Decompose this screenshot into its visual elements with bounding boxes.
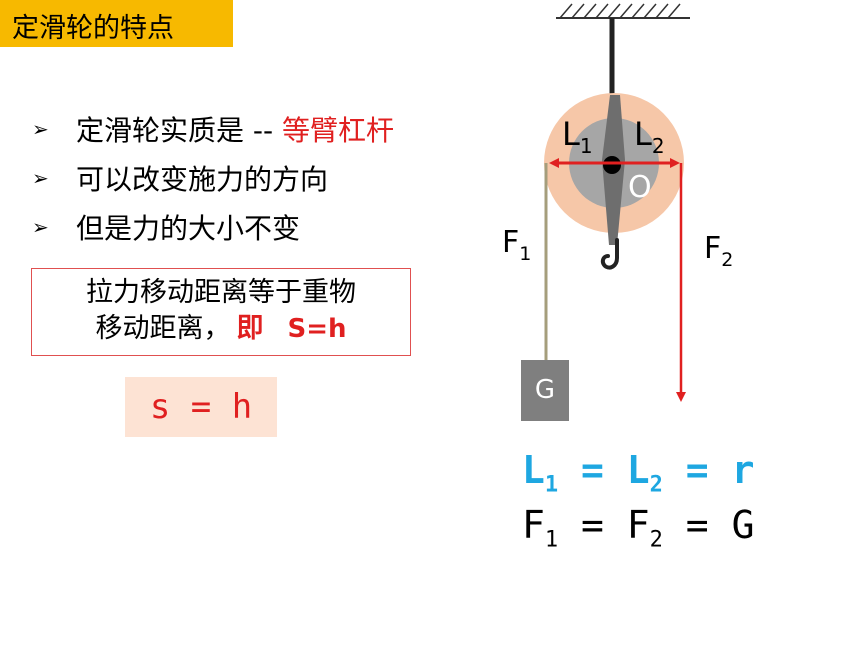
bullet-item: ➢ 定滑轮实质是 -- 等臂杠杆	[32, 104, 394, 153]
note-line-2-text: 移动距离，	[95, 313, 231, 344]
label-f2: F2	[704, 231, 733, 271]
title-banner: 定滑轮的特点	[0, 0, 233, 47]
page-title: 定滑轮的特点	[12, 13, 174, 44]
formula-box: s = h	[125, 377, 277, 437]
note-key: 即	[236, 313, 264, 344]
arrow-bullet-icon: ➢	[32, 165, 49, 190]
note-box: 拉力移动距离等于重物 移动距离，即 S=h	[31, 268, 411, 356]
bullet-item: ➢ 但是力的大小不变	[32, 202, 394, 251]
ceiling-support	[556, 3, 690, 19]
equation-arms: L1 = L2 = r	[522, 448, 755, 498]
formula-text: s = h	[149, 387, 253, 427]
equation-forces: F1 = F2 = G	[522, 503, 755, 553]
note-line-2: 移动距离，即 S=h	[32, 311, 410, 347]
note-equation: S=h	[287, 314, 347, 344]
label-f1: F1	[502, 225, 531, 265]
weight-label: G	[535, 375, 555, 405]
note-line-1: 拉力移动距离等于重物	[86, 277, 356, 308]
bullet-item: ➢ 可以改变施力的方向	[32, 153, 394, 202]
label-l2: L2	[634, 115, 665, 158]
arrow-bullet-icon: ➢	[32, 214, 49, 239]
hook-icon	[600, 238, 619, 270]
weight-block	[521, 360, 569, 421]
pulley-axle	[603, 156, 621, 174]
arrow-bullet-icon: ➢	[32, 116, 49, 141]
bullet-text: 定滑轮实质是 --	[76, 113, 283, 147]
bullet-text: 可以改变施力的方向	[76, 162, 329, 196]
bullet-list: ➢ 定滑轮实质是 -- 等臂杠杆 ➢ 可以改变施力的方向 ➢ 但是力的大小不变	[32, 104, 394, 251]
bullet-highlight: 等臂杠杆	[282, 113, 395, 147]
label-o: O	[628, 170, 652, 205]
bullet-text: 但是力的大小不变	[76, 211, 301, 245]
label-l1: L1	[562, 115, 593, 158]
